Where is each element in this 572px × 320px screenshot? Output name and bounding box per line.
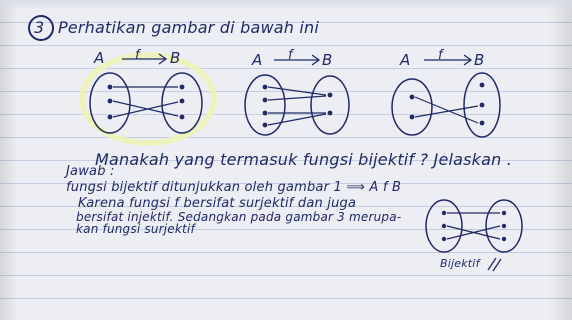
question-text: Perhatikan gambar di bawah ini [58,18,319,37]
set-a-label: A [93,49,104,67]
diagram-3: A f B [380,45,510,145]
mapping-arrow-head [311,54,321,66]
mapping-arrow-head [158,53,168,65]
element-a1 [441,210,447,216]
map-line [414,105,479,118]
diagram-2: A f B [230,45,360,145]
element-a2 [262,97,268,103]
highlight-circle [79,52,217,146]
function-label: f [135,48,142,63]
diagram-2-svg: A f B [244,48,350,136]
set-b-oval [310,75,350,135]
function-label: f [288,48,295,63]
answer-diagram [420,195,530,257]
map-line [414,96,479,124]
element-a4 [262,122,268,128]
element-a2 [409,114,415,120]
set-a-oval [244,74,286,136]
element-a1 [262,84,268,90]
element-b3 [479,120,485,126]
set-b-label: B [170,49,180,67]
set-b-label: B [322,51,332,69]
map-line [112,100,179,117]
question-number: 3 [34,18,45,37]
diagram-1-svg: A f B [79,48,217,146]
set-a-oval [425,199,463,253]
element-b2 [501,223,507,229]
element-b1 [501,210,507,216]
set-a-label: A [399,51,410,69]
set-b-oval [463,72,501,138]
element-b1 [479,82,485,88]
element-b3 [501,236,507,242]
element-b2 [479,102,485,108]
map-line [267,113,327,126]
map-line [267,95,327,101]
answer-label: Jawab : [66,164,115,179]
diagram-3-svg: A f B [391,48,501,138]
element-a3 [441,236,447,242]
set-b-oval [485,199,523,253]
element-b3 [179,114,185,120]
element-a3 [262,110,268,116]
answer-line-4: kan fungsi surjektif [76,222,195,236]
element-b2 [327,110,333,116]
answer-line-2: Karena fungsi f bersifat surjektif dan j… [78,196,357,211]
element-b2 [179,98,185,104]
element-a1 [107,84,113,90]
bijective-caption: Bijektif [440,257,480,270]
slash-mark [492,258,502,272]
map-line [112,101,179,118]
map-line [267,86,327,96]
element-b1 [327,92,333,98]
element-a1 [409,94,415,100]
prompt-text: Manakah yang termasuk fungsi bijektif ? … [95,150,513,169]
set-a-oval [391,78,433,136]
set-a-oval [89,72,131,134]
element-a2 [107,98,113,104]
mapping-arrow-head [463,54,473,66]
double-slash-mark [487,257,502,272]
set-a-label: A [251,51,262,69]
answer-line-3: bersifat injektif. Sedangkan pada gambar… [76,210,402,224]
diagram-1: A f B [70,45,220,146]
answer-line-1: fungsi bijektif ditunjukkan oleh gambar … [66,180,402,195]
answer-diagram-svg [425,199,523,253]
element-b1 [179,84,185,90]
element-a2 [441,223,447,229]
function-label: f [438,48,445,63]
element-a3 [107,114,113,120]
set-b-oval [161,72,203,134]
map-line [446,225,501,240]
set-b-label: B [474,51,484,69]
page-top-edge [0,0,572,10]
slash-mark [487,257,497,271]
